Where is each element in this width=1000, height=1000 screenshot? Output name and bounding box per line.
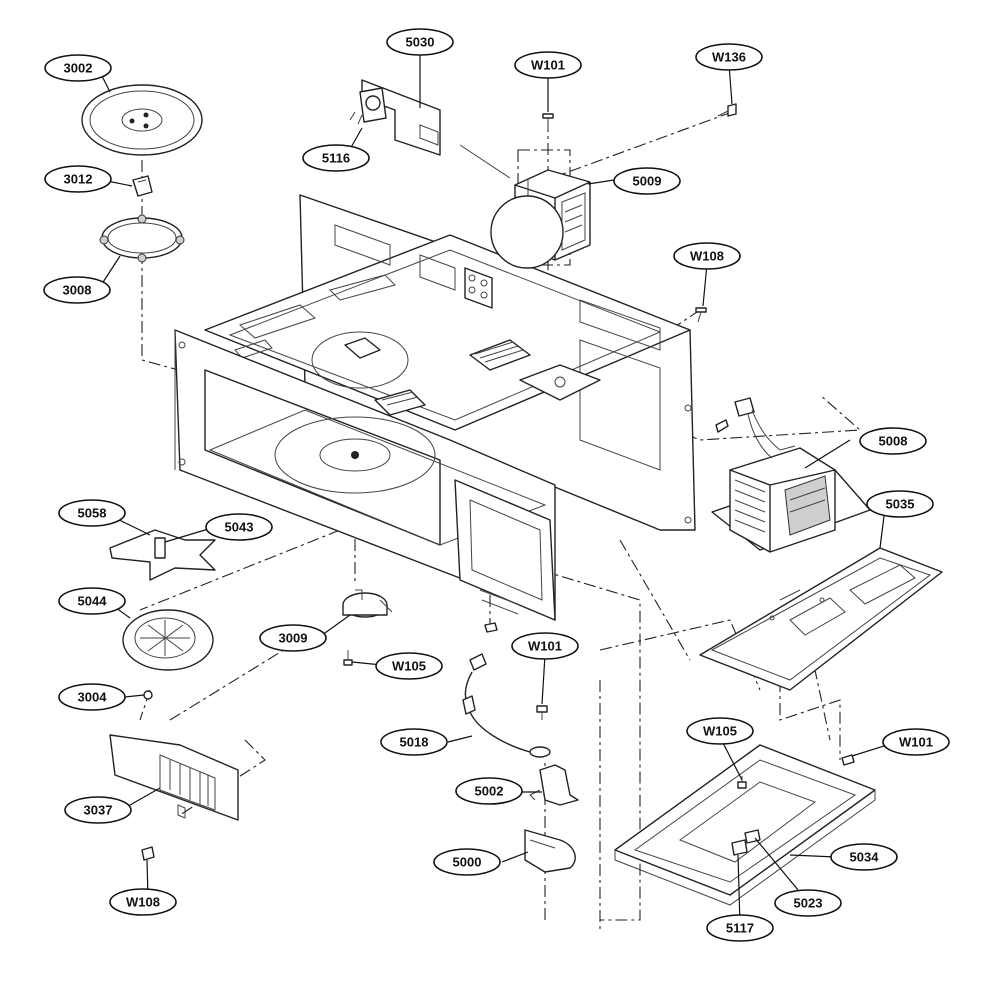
- callout-label-3004: 3004: [78, 690, 108, 705]
- screw-w101-mid: [536, 705, 548, 720]
- callout-label-5044: 5044: [78, 594, 108, 609]
- callout-3004: 3004: [58, 683, 126, 711]
- bottom-tray-5034: [614, 744, 876, 906]
- callout-w105-right: W105: [686, 717, 754, 745]
- callout-label-5116: 5116: [322, 151, 350, 166]
- callout-label-5058: 5058: [78, 506, 107, 521]
- callout-5034: 5034: [830, 843, 898, 871]
- callout-w108-top: W108: [673, 242, 741, 270]
- callout-label-5030: 5030: [406, 35, 435, 50]
- callout-w101-top: W101: [514, 51, 582, 79]
- callout-w105-left: W105: [375, 652, 443, 680]
- transformer-5008: [711, 397, 871, 553]
- callout-5018: 5018: [380, 728, 448, 756]
- callout-3037: 3037: [64, 796, 132, 824]
- callout-5116: 5116: [302, 144, 370, 172]
- callout-label-w101-mid: W101: [528, 639, 562, 654]
- callout-label-5018: 5018: [400, 735, 429, 750]
- callout-label-5000: 5000: [453, 855, 482, 870]
- screw-w101-top: [542, 113, 554, 130]
- callout-label-5008: 5008: [879, 434, 908, 449]
- stirrer-blade-5058: [109, 529, 216, 581]
- screw-cavity-bottom: [484, 622, 498, 633]
- callout-w136: W136: [695, 43, 763, 71]
- callout-label-w101-right: W101: [899, 735, 933, 750]
- stirrer-cover-5044: [122, 609, 214, 671]
- bracket-5030: [349, 79, 441, 156]
- callout-label-w136: W136: [712, 50, 746, 65]
- callout-5009: 5009: [613, 167, 681, 195]
- bracket-5002: [529, 764, 579, 806]
- callout-5043: 5043: [205, 513, 273, 541]
- callout-label-5009: 5009: [633, 174, 662, 189]
- callout-5008: 5008: [859, 427, 927, 455]
- callout-label-5043: 5043: [225, 520, 254, 535]
- turntable-tray-3002: [81, 84, 203, 156]
- callout-5000: 5000: [433, 848, 501, 876]
- callout-label-3002: 3002: [64, 61, 93, 76]
- callout-3008: 3008: [43, 276, 111, 304]
- callout-w101-right: W101: [882, 728, 950, 756]
- callout-label-5035: 5035: [886, 497, 915, 512]
- screw-w108-top: [695, 307, 707, 323]
- fuse-holder-5117: [731, 839, 748, 856]
- callout-5117: 5117: [706, 914, 774, 942]
- turntable-motor-3009: [342, 589, 393, 618]
- callout-label-w108-top: W108: [690, 249, 724, 264]
- magnetron-5009: [459, 144, 591, 269]
- callout-5030: 5030: [386, 28, 454, 56]
- callout-label-w105-right: W105: [703, 724, 737, 739]
- coupler-3012: [132, 175, 153, 197]
- screw-w105-left: [343, 650, 353, 666]
- callout-label-3009: 3009: [279, 631, 308, 646]
- callout-label-5034: 5034: [850, 850, 880, 865]
- callout-5023: 5023: [774, 889, 842, 917]
- callout-label-3008: 3008: [63, 283, 92, 298]
- sensor-5000: [524, 829, 576, 873]
- callout-label-w108-bottom: W108: [126, 895, 160, 910]
- cover-plate-3037: [109, 734, 239, 821]
- callout-label-w101-top: W101: [531, 58, 565, 73]
- callout-5058: 5058: [58, 499, 126, 527]
- callout-label-5002: 5002: [475, 784, 504, 799]
- callout-w101-mid: W101: [511, 632, 579, 660]
- callout-label-3012: 3012: [64, 172, 93, 187]
- screw-w136: [717, 103, 737, 117]
- callout-3002: 3002: [44, 54, 112, 82]
- vent-plate-5035: [699, 547, 943, 691]
- screw-w108-bottom: [141, 846, 155, 861]
- wire-harness-5018: [462, 653, 551, 758]
- roller-ring-3008: [99, 214, 185, 263]
- screw-near-transformer: [715, 419, 729, 433]
- callout-w108-bottom: W108: [109, 888, 177, 916]
- callout-5002: 5002: [455, 777, 523, 805]
- callout-label-w105-left: W105: [392, 659, 426, 674]
- screw-w101-right: [841, 754, 855, 766]
- callout-3009: 3009: [259, 624, 327, 652]
- callout-label-5023: 5023: [794, 896, 823, 911]
- callout-label-5117: 5117: [726, 921, 754, 936]
- top-vent-grill: [469, 339, 531, 371]
- callout-5035: 5035: [866, 490, 934, 518]
- callout-3012: 3012: [44, 165, 112, 193]
- oven-cavity-chassis: [174, 194, 696, 621]
- nut-3004: [143, 690, 153, 700]
- callout-label-3037: 3037: [84, 803, 113, 818]
- callout-5044: 5044: [58, 587, 126, 615]
